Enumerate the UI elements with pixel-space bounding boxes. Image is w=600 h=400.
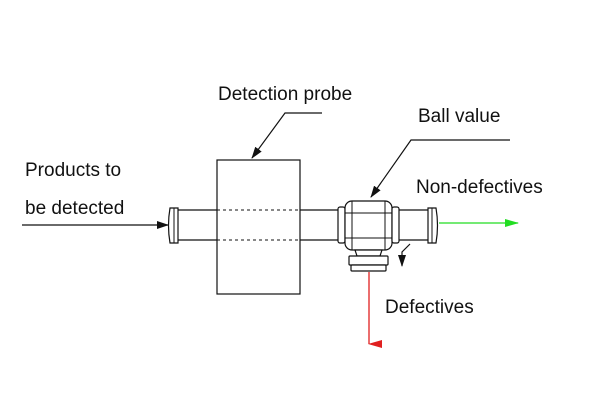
probe-leader (251, 112, 322, 159)
outlet-flange (427, 207, 439, 244)
ball-valve (337, 200, 400, 272)
label-defectives: Defectives (385, 297, 474, 318)
label-detection-probe: Detection probe (218, 84, 352, 105)
label-non-defectives: Non-defectives (416, 177, 543, 198)
inlet-flange (167, 207, 179, 244)
label-products-line1: Products to (25, 160, 121, 181)
label-ball-value: Ball value (418, 106, 500, 127)
label-products-line2: be detected (25, 198, 124, 219)
pipe-outlet (399, 209, 428, 241)
ball-valve-leader (370, 139, 510, 198)
rotation-arrow (398, 243, 411, 267)
pipe-inlet (178, 209, 217, 241)
detection-probe-box (216, 159, 301, 295)
pipe-middle (300, 209, 338, 241)
